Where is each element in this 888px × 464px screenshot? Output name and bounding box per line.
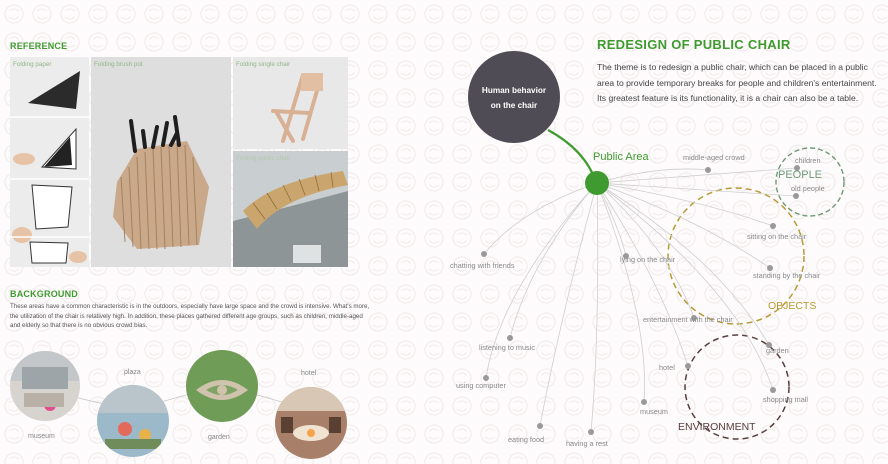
redesign-title: REDESIGN OF PUBLIC CHAIR (597, 37, 791, 52)
background-text: These areas have a common characteristic… (10, 303, 370, 329)
place-label-plaza: plaza (124, 369, 141, 376)
single-chair-image (271, 73, 323, 143)
ref-folding-single-chair: Folding single chair (233, 57, 348, 149)
node-middle-aged-crowd: middle-aged crowd (683, 153, 745, 162)
ref-folding-paper: Folding paper (10, 57, 89, 267)
node-lying-on-the-chair: lying on the chair (620, 255, 676, 264)
node-standing-by-the-chair: standing by the chair (753, 271, 821, 280)
node-garden: garden (766, 346, 789, 355)
public-area-hub (585, 171, 609, 195)
redesign-description: The theme is to redesign a public chair,… (597, 62, 877, 103)
node-dots (481, 165, 800, 435)
ref-folding-public-chair: Folding public chair (233, 151, 348, 267)
place-label-garden: garden (208, 434, 230, 441)
human-behavior-label-1: Human behavior (482, 86, 547, 95)
node-entertainment-with-the-chair: entertainment with the chair (643, 315, 733, 324)
node-chatting-with-friends: chatting with friends (450, 261, 515, 270)
spokes (483, 167, 798, 433)
category-people-label: PEOPLE (778, 169, 822, 181)
node-eating-food: eating food (508, 435, 544, 444)
node-having-a-rest: having a rest (566, 439, 608, 448)
place-label-museum: museum (28, 433, 55, 440)
ref-folding-brush-pot: Folding brush pot (91, 57, 231, 267)
reference-title: REFERENCE (10, 41, 68, 51)
place-label-hotel: hotel (301, 370, 317, 377)
human-behavior-label-2: on the chair (491, 101, 538, 110)
category-environment-label: ENVIRONMENT (678, 421, 756, 433)
node-hotel: hotel (659, 363, 675, 372)
node-old-people: old people (791, 184, 825, 193)
ref-label-folding-public-chair: Folding public chair (236, 155, 291, 162)
node-museum: museum (640, 407, 668, 416)
human-behavior-circle (468, 51, 560, 143)
environment-category-circle (684, 334, 790, 440)
node-using-computer: using computer (456, 381, 506, 390)
ref-label-folding-brush-pot: Folding brush pot (94, 61, 143, 68)
public-chair-image (233, 171, 348, 267)
background-title: BACKGROUND (10, 289, 78, 299)
category-objects-label: OBJECTS (768, 300, 816, 312)
folding-paper-image (10, 71, 89, 264)
node-listening-to-music: listening to music (479, 343, 535, 352)
people-category-circle (775, 147, 845, 217)
public-area-label: Public Area (593, 151, 650, 163)
objects-category-circle (667, 187, 805, 325)
node-children: children (795, 156, 821, 165)
node-sitting-on-the-chair: sitting on the chair (747, 232, 807, 241)
node-shopping-mall: shopping mall (763, 395, 808, 404)
brush-pot-image (113, 115, 209, 250)
ref-label-folding-paper: Folding paper (13, 61, 52, 68)
ref-label-folding-single-chair: Folding single chair (236, 61, 291, 68)
green-connector (547, 129, 598, 183)
